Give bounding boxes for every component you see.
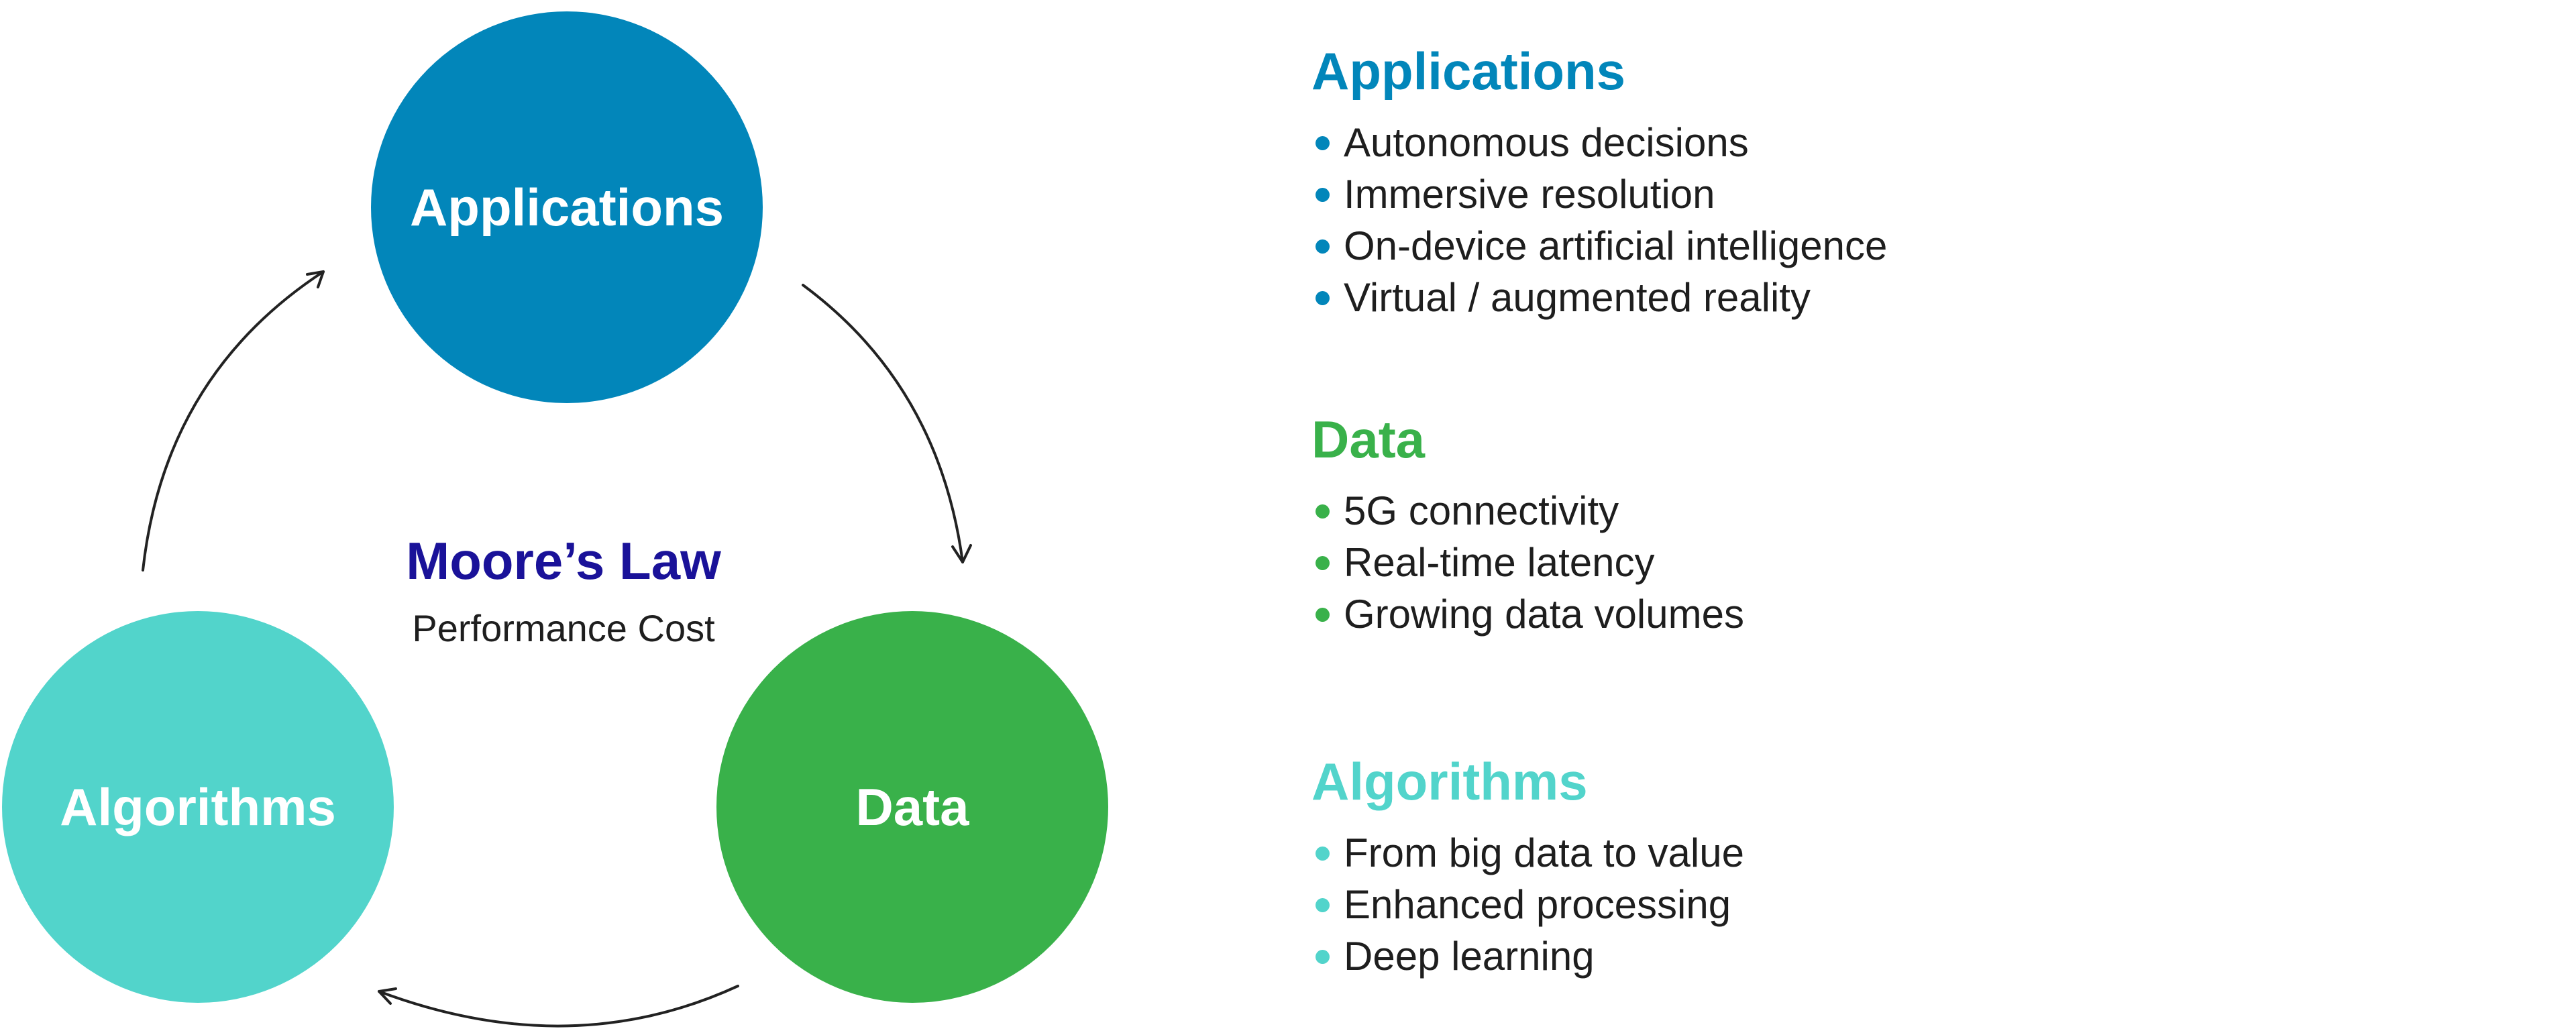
- bullet-dot-icon: [1316, 949, 1330, 964]
- list-item-text: Growing data volumes: [1344, 591, 1744, 637]
- data-node: Data: [716, 611, 1108, 1003]
- section-data: Data 5G connectivity Real-time latency G…: [1311, 410, 2553, 640]
- bullet-dot-icon: [1316, 239, 1330, 254]
- bullet-dot-icon: [1316, 290, 1330, 305]
- bullet-dot-icon: [1316, 555, 1330, 570]
- arrowhead-data: [951, 544, 972, 563]
- list-item-text: On-device artificial intelligence: [1344, 223, 1888, 268]
- bullet-dot-icon: [1316, 135, 1330, 150]
- applications-node-label: Applications: [409, 177, 724, 237]
- list-item-text: Deep learning: [1344, 933, 1595, 979]
- arrow-data-to-algorithms: [378, 985, 739, 1028]
- arrowhead-applications: [306, 270, 325, 288]
- arrowhead-algorithms: [378, 987, 397, 1005]
- list-item-text: Autonomous decisions: [1344, 119, 1749, 165]
- list-item: Real-time latency: [1311, 537, 2553, 588]
- algorithms-node: Algorithms: [2, 611, 394, 1003]
- algorithms-node-label: Algorithms: [60, 777, 336, 836]
- bullet-dot-icon: [1316, 504, 1330, 519]
- list-item: Immersive resolution: [1311, 168, 2553, 220]
- list-item: On-device artificial intelligence: [1311, 220, 2553, 272]
- section-title-applications: Applications: [1311, 42, 1626, 101]
- list-item: Deep learning: [1311, 930, 2553, 982]
- list-item: 5G connectivity: [1311, 485, 2553, 537]
- section-applications: Applications Autonomous decisions Immers…: [1311, 42, 2553, 323]
- list-item-text: Virtual / augmented reality: [1344, 274, 1811, 320]
- bullet-list-applications: Autonomous decisions Immersive resolutio…: [1311, 117, 2553, 323]
- center-subtitle: Performance Cost: [412, 606, 715, 649]
- list-item-text: Real-time latency: [1344, 539, 1655, 585]
- list-item: Virtual / augmented reality: [1311, 272, 2553, 323]
- list-item-text: From big data to value: [1344, 830, 1744, 875]
- section-title-algorithms: Algorithms: [1311, 752, 1588, 811]
- bullet-list-data: 5G connectivity Real-time latency Growin…: [1311, 485, 2553, 640]
- arrow-applications-to-data: [802, 284, 964, 563]
- bullet-list-algorithms: From big data to value Enhanced processi…: [1311, 827, 2553, 982]
- section-algorithms: Algorithms From big data to value Enhanc…: [1311, 752, 2553, 982]
- applications-node: Applications: [371, 11, 763, 403]
- list-item: Growing data volumes: [1311, 588, 2553, 640]
- center-title: Moore’s Law: [406, 531, 721, 590]
- arrow-algorithms-to-applications: [142, 270, 325, 571]
- list-item: Autonomous decisions: [1311, 117, 2553, 168]
- center-label: Moore’s Law Performance Cost: [315, 530, 812, 650]
- bullet-dot-icon: [1316, 897, 1330, 912]
- list-item: From big data to value: [1311, 827, 2553, 879]
- bullet-dot-icon: [1316, 607, 1330, 622]
- list-item: Enhanced processing: [1311, 879, 2553, 930]
- bullet-dot-icon: [1316, 187, 1330, 202]
- bullet-dot-icon: [1316, 846, 1330, 861]
- section-title-data: Data: [1311, 410, 1426, 469]
- list-item-text: Immersive resolution: [1344, 171, 1715, 217]
- data-node-label: Data: [855, 777, 969, 836]
- list-item-text: 5G connectivity: [1344, 488, 1619, 533]
- list-item-text: Enhanced processing: [1344, 881, 1731, 927]
